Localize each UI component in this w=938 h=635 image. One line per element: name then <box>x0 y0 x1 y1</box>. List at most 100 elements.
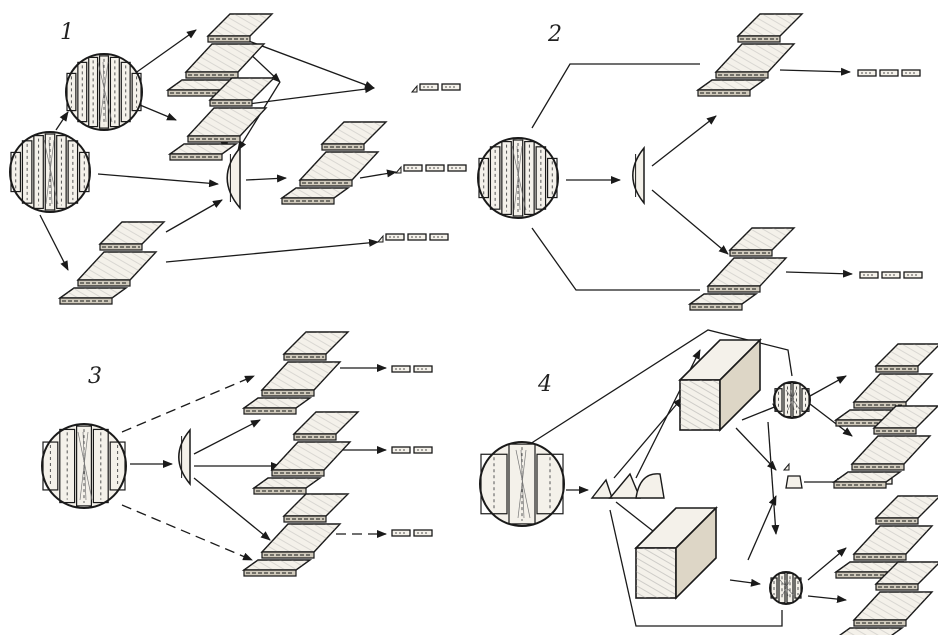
board-grain <box>730 228 794 250</box>
flow-arrow <box>166 200 222 232</box>
board-stack-1d <box>100 222 164 250</box>
end-wedge <box>396 167 401 173</box>
wood-shapes <box>10 14 938 635</box>
flow-arrow <box>748 496 776 560</box>
trapezoid-pieces <box>786 476 802 488</box>
flow-arrow <box>652 116 716 166</box>
board-grain <box>836 628 902 635</box>
board-stack-4a <box>876 344 938 372</box>
board-stack-2a <box>738 14 802 42</box>
slab-3 <box>179 430 190 484</box>
slab-1 <box>227 148 240 208</box>
board-stack-4d <box>836 628 902 635</box>
board-grain <box>60 288 126 298</box>
board-grain <box>876 496 938 518</box>
board-grain <box>716 44 794 72</box>
slab-outline <box>633 148 644 203</box>
board-grain <box>282 188 348 198</box>
flow-arrow <box>194 420 260 454</box>
log-3 <box>42 424 126 508</box>
board-grain <box>284 332 348 354</box>
segment-arc <box>636 474 664 498</box>
board-stack-2b <box>730 228 794 256</box>
board-stack-3c <box>284 494 348 522</box>
board-stack-1c <box>300 152 378 186</box>
log-1 <box>10 132 90 212</box>
board-grain <box>170 144 236 154</box>
segment-small <box>592 480 612 498</box>
flow-arrow <box>40 215 68 270</box>
log-4 <box>480 442 564 526</box>
board-stack-4d <box>854 592 932 626</box>
board-grain <box>244 398 310 408</box>
board-grain <box>254 478 320 488</box>
flow-arrow <box>808 596 846 600</box>
board-stack-3a <box>284 332 348 360</box>
board-stack-3b <box>272 442 350 476</box>
board-grain <box>272 442 350 470</box>
pieces-1a <box>420 84 460 90</box>
flow-arrow <box>810 376 846 396</box>
cut-boards-4a <box>774 382 810 418</box>
board-stack-4a <box>854 374 932 408</box>
board-stack-2b <box>708 258 786 292</box>
pieces-3c <box>392 530 432 536</box>
cant-grain <box>680 380 720 430</box>
pieces-1b <box>404 165 466 171</box>
slab-2 <box>633 148 644 203</box>
flow-arrow <box>56 112 68 130</box>
pieces-3b <box>392 447 432 453</box>
end-wedge <box>412 86 417 92</box>
flow-arrow <box>248 88 374 104</box>
cant-grain <box>636 548 676 598</box>
board-stack-1a <box>208 14 272 42</box>
flow-arrow <box>360 172 396 178</box>
flow-arrow <box>786 272 852 274</box>
pieces-3a <box>392 366 432 372</box>
flow-arrow <box>730 580 760 584</box>
board-grain <box>852 436 930 464</box>
board-stack-2b <box>690 294 756 310</box>
board-grain <box>854 374 932 402</box>
board-grain <box>322 122 386 144</box>
end-wedge <box>784 464 789 470</box>
slab-outline <box>227 148 240 208</box>
board-grain <box>208 14 272 36</box>
board-stack-3b <box>294 412 358 440</box>
board-grain <box>244 560 310 570</box>
board-stack-2a <box>698 80 764 96</box>
log-segments <box>592 474 664 498</box>
board-grain <box>300 152 378 180</box>
board-grain <box>690 294 756 304</box>
log-1-top-slabs <box>66 54 142 130</box>
slab-outline <box>179 430 190 484</box>
board-grain <box>262 524 340 552</box>
board-stack-4c <box>854 526 932 560</box>
board-stack-1c <box>322 122 386 150</box>
pieces-2b <box>860 272 922 278</box>
cant-4a <box>680 340 760 430</box>
board-grain <box>854 526 932 554</box>
board-stack-3a <box>244 398 310 414</box>
flow-arrow <box>166 242 378 262</box>
trap-piece <box>786 476 802 488</box>
flow-arrow <box>614 398 682 478</box>
pieces-2a <box>858 70 920 76</box>
connector-line <box>532 64 700 128</box>
board-stack-4b <box>852 436 930 470</box>
flow-arrow <box>122 376 254 432</box>
board-grain <box>854 592 932 620</box>
board-grain <box>294 412 358 434</box>
board-grain <box>698 80 764 90</box>
board-grain <box>186 44 264 72</box>
end-wedge <box>378 236 383 242</box>
board-stack-3a <box>262 362 340 396</box>
board-stack-1c <box>282 188 348 204</box>
board-grain <box>876 344 938 366</box>
board-stack-4c <box>876 496 938 524</box>
flow-arrows <box>40 30 852 626</box>
pieces-1c <box>386 234 448 240</box>
board-stack-1d <box>60 288 126 304</box>
board-stack-3b <box>254 478 320 494</box>
